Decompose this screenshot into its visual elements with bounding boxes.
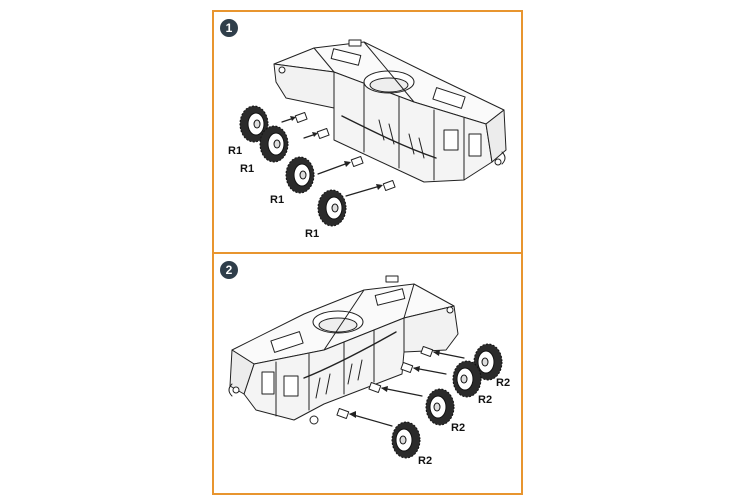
part-label-r1: R1 xyxy=(270,194,285,206)
wheel-r2-a xyxy=(473,343,503,381)
wheel-r1-d xyxy=(317,189,347,227)
wheel-group-2 xyxy=(391,343,503,459)
wheel-r1-b xyxy=(259,125,289,163)
step-2-badge: 2 xyxy=(220,261,238,279)
step-1-badge: 1 xyxy=(220,19,238,37)
part-label-r1: R1 xyxy=(240,163,255,175)
vehicle-hull-1 xyxy=(273,39,507,183)
wheel-r1-c xyxy=(285,156,315,194)
wheel-group-1 xyxy=(239,105,347,227)
wheel-r1-a xyxy=(239,105,269,143)
part-label-r2: R2 xyxy=(451,422,466,434)
wheel-r2-b xyxy=(452,360,482,398)
part-label-r1: R1 xyxy=(228,145,243,157)
axle-stubs-2 xyxy=(336,345,434,419)
part-label-r2: R2 xyxy=(478,394,493,406)
wheel-r2-d xyxy=(391,421,421,459)
axle-stubs-1 xyxy=(294,111,396,191)
assembly-arrows-2 xyxy=(349,351,465,427)
step-1-illustration xyxy=(239,39,507,227)
part-label-r1: R1 xyxy=(305,228,320,240)
part-label-r2: R2 xyxy=(496,377,511,389)
step-2-panel: 2 xyxy=(212,252,523,495)
step-1-panel: 1 xyxy=(212,10,523,254)
wheel-r2-c xyxy=(425,388,455,426)
part-label-r2: R2 xyxy=(418,455,433,467)
vehicle-hull-2 xyxy=(228,275,459,425)
step-2-illustration xyxy=(228,275,503,459)
